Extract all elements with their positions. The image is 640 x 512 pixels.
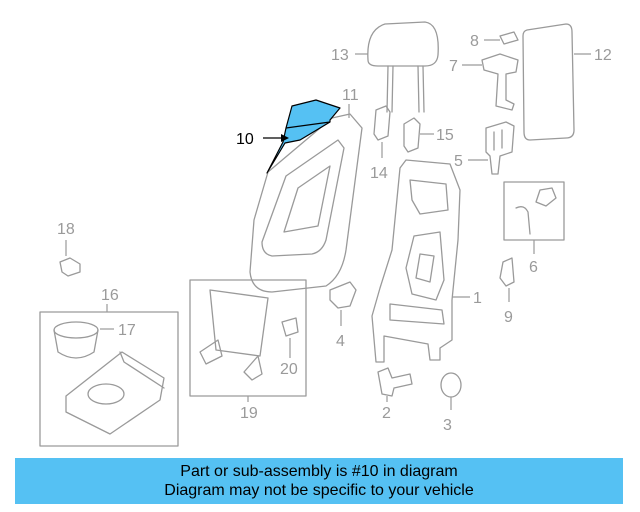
- callout-5: 5: [454, 153, 463, 170]
- part-1-seat-frame: 1: [371, 159, 482, 363]
- callout-8: 8: [470, 33, 479, 50]
- part-6-cable-box: 6: [503, 181, 565, 276]
- callout-12: 12: [594, 47, 612, 64]
- part-12-back-panel: 12: [522, 23, 612, 141]
- callout-2: 2: [382, 405, 391, 422]
- part-16-armrest-assembly: 16 17: [39, 287, 179, 447]
- part-11-seatback-cover: 11: [249, 87, 363, 293]
- callout-7: 7: [449, 58, 458, 75]
- part-10-fill: [266, 99, 341, 174]
- part-10-highlighted: 10: [236, 99, 341, 174]
- callout-17: 17: [118, 322, 136, 339]
- part-3-cap: 3: [440, 372, 462, 434]
- callout-13: 13: [331, 47, 349, 64]
- banner-line-2: Diagram may not be specific to your vehi…: [164, 482, 474, 499]
- callout-15: 15: [436, 127, 454, 144]
- callout-20: 20: [280, 361, 298, 378]
- callout-19: 19: [240, 405, 258, 422]
- callout-14: 14: [370, 165, 388, 182]
- callout-9: 9: [504, 309, 513, 326]
- part-19-armrest-hinge-assembly: 20 19: [189, 279, 307, 422]
- info-banner: Part or sub-assembly is #10 in diagram D…: [15, 458, 623, 504]
- callout-4: 4: [336, 333, 345, 350]
- part-2-bolt: 2: [377, 367, 413, 422]
- part-4-clip: 4: [329, 281, 357, 350]
- callout-10: 10: [236, 131, 254, 148]
- part-5-latch: 5: [454, 121, 515, 175]
- part-14-guide: 14: [370, 105, 391, 182]
- part-18-clip: 18: [57, 221, 81, 277]
- part-15-guide: 15: [403, 117, 454, 153]
- parts-diagram: 13 12 8 7 5 6 9: [39, 21, 612, 447]
- callout-6: 6: [529, 259, 538, 276]
- callout-1: 1: [473, 290, 482, 307]
- part-9-hinge: 9: [499, 257, 515, 326]
- callout-16: 16: [101, 287, 119, 304]
- part-7-bracket: 7: [449, 53, 519, 111]
- banner-line-1: Part or sub-assembly is #10 in diagram: [180, 463, 458, 480]
- callout-11: 11: [342, 87, 359, 104]
- part-13-headrest: 13: [331, 21, 439, 113]
- callout-18: 18: [57, 221, 75, 238]
- callout-3: 3: [443, 417, 452, 434]
- part-8-clip: 8: [470, 31, 519, 50]
